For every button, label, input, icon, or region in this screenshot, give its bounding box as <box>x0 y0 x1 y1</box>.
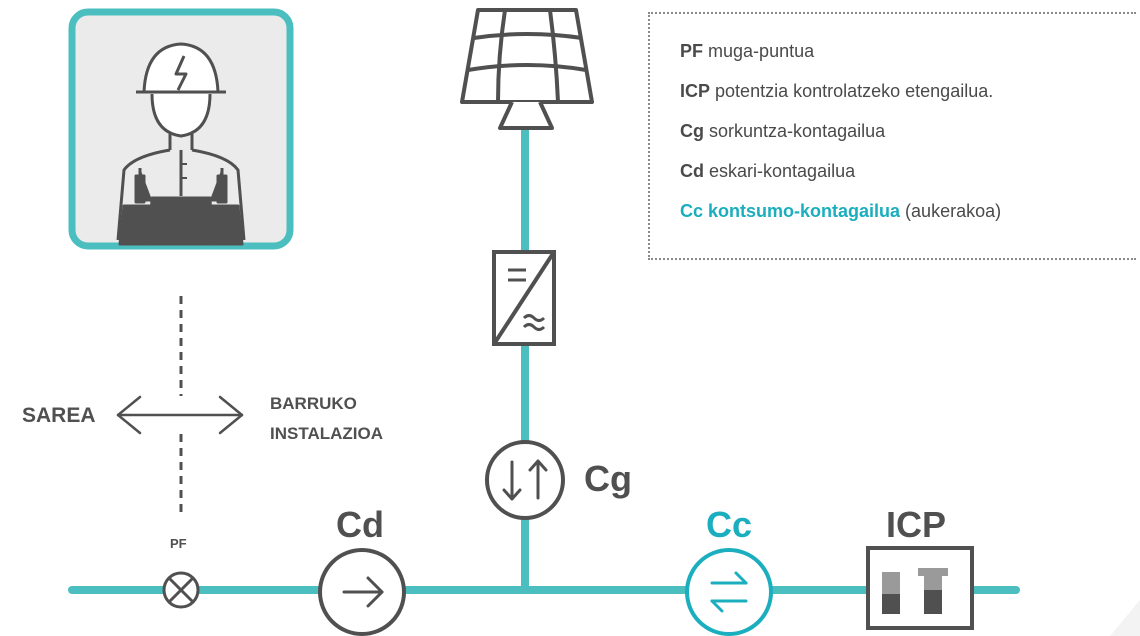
legend-code: Cc kontsumo-kontagailua <box>680 201 901 221</box>
barruko-label-line1: BARRUKO <box>270 394 357 413</box>
cg-label: Cg <box>584 458 632 499</box>
icp-switch-icon <box>866 546 974 630</box>
double-arrow-icon <box>116 395 244 435</box>
inverter-icon <box>492 250 556 346</box>
barruko-label-line2: INSTALAZIOA <box>270 424 384 443</box>
legend-code: ICP <box>680 81 711 101</box>
electrician-card <box>68 8 294 250</box>
cd-label: Cd <box>336 504 384 545</box>
legend-item-cc: Cc kontsumo-kontagailua (aukerakoa) <box>680 200 1136 240</box>
legend-code: PF <box>680 41 704 61</box>
sarea-label: SAREA <box>22 404 96 427</box>
consumption-meter-icon <box>685 548 773 636</box>
legend-item-icp: ICP potentzia kontrolatzeko etengailua. <box>680 80 1136 120</box>
cc-label: Cc <box>706 504 753 545</box>
pf-label: PF <box>170 536 187 551</box>
icp-label: ICP <box>886 504 947 545</box>
legend-code: Cd <box>680 161 704 181</box>
legend-box: PF muga-puntua ICP potentzia kontrolatze… <box>648 12 1136 260</box>
legend-item-cg: Cg sorkuntza-kontagailua <box>680 120 1136 160</box>
legend-text: muga-puntua <box>708 41 815 61</box>
legend-text: eskari-kontagailua <box>709 161 856 181</box>
electrician-icon <box>116 42 246 246</box>
demand-meter-icon <box>318 548 406 636</box>
legend-text: sorkuntza-kontagailua <box>709 121 886 141</box>
legend-item-pf: PF muga-puntua <box>680 40 1136 80</box>
legend-item-cd: Cd eskari-kontagailua <box>680 160 1136 200</box>
background-shape <box>1110 600 1140 636</box>
legend-code: Cg <box>680 121 704 141</box>
solar-panel-icon <box>460 8 594 130</box>
bidirectional-meter-icon <box>485 440 565 520</box>
legend-text: (aukerakoa) <box>905 201 1002 221</box>
boundary-point-icon <box>162 571 200 609</box>
legend-text: potentzia kontrolatzeko etengailua. <box>715 81 994 101</box>
